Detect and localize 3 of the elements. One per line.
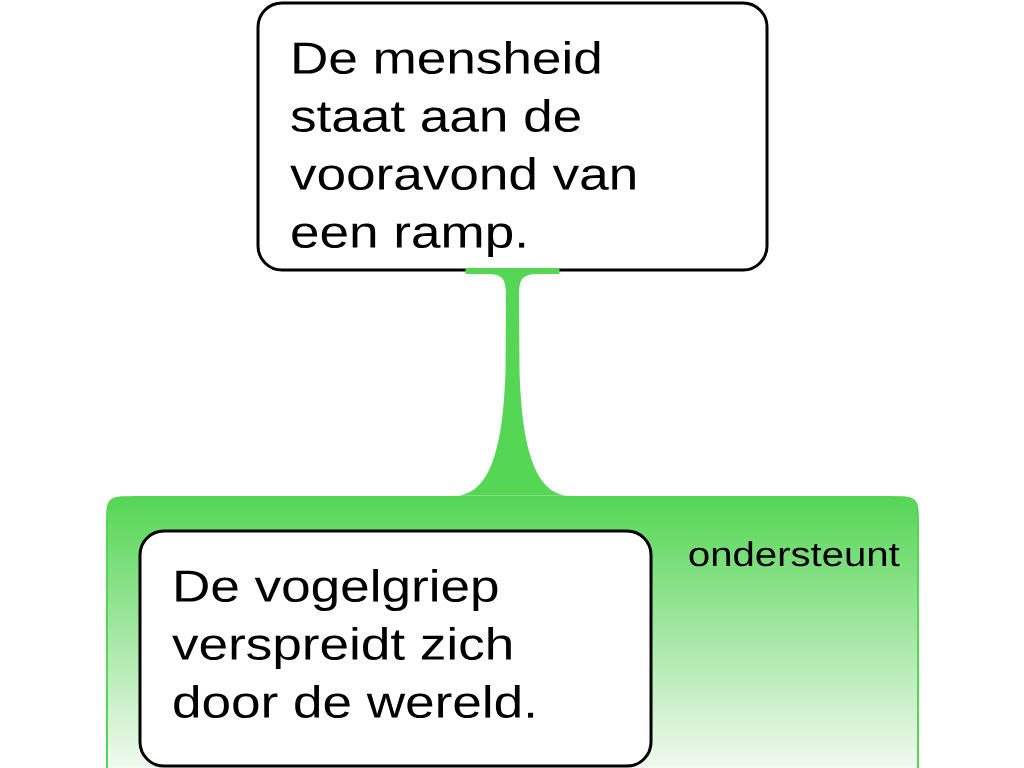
statement-box: De vogelgriep verspreidt zich door de wereld. — [138, 529, 653, 768]
relation-label: ondersteunt — [689, 541, 900, 567]
statement-box: De mensheid staat aan de vooravond van een ramp. — [256, 1, 769, 272]
